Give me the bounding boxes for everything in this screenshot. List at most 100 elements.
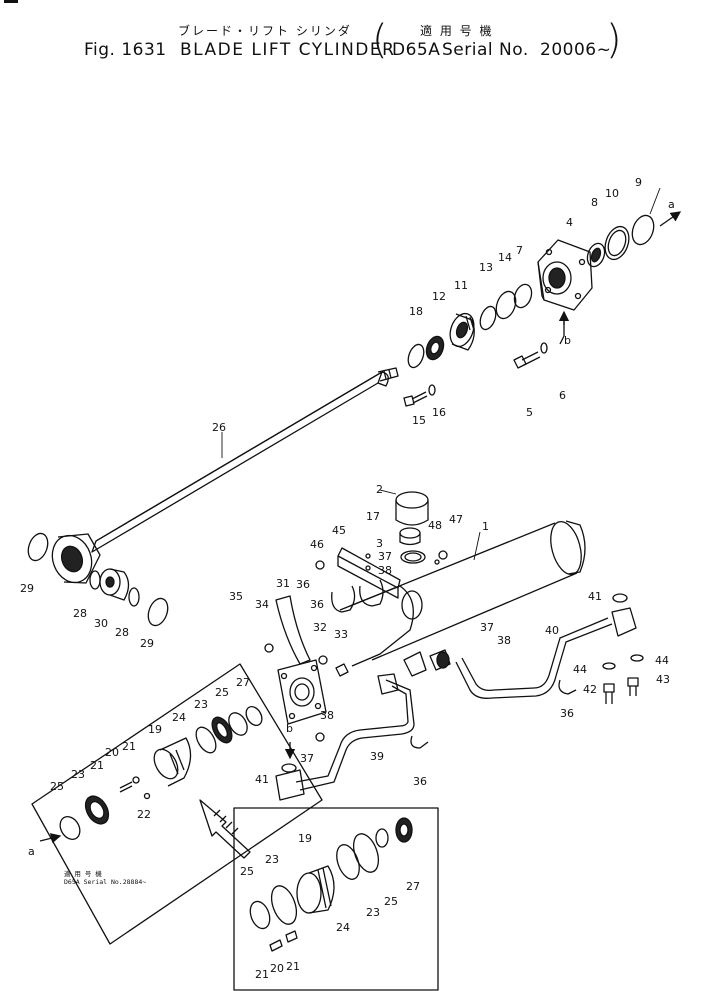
part-number: 37 [300,752,314,765]
mounting-flange [275,595,327,725]
part-number: 26 [212,421,226,434]
nut [438,550,448,560]
part-number: 25 [240,865,254,878]
part-number: 21 [122,740,136,753]
cushion-bushing [399,527,421,546]
part-number: 40 [545,624,559,637]
washer [602,662,616,670]
part-number: 25 [215,686,229,699]
part-number: 6 [559,389,566,402]
part-number: 23 [194,698,208,711]
inset-applicability-note: 適 用 号 機 D65A Serial No.28884~ [64,870,146,886]
hydraulic-pipe [455,607,637,699]
part-number: 15 [412,414,426,427]
part-number: 12 [432,290,446,303]
part-number: 48 [428,519,442,532]
part-number: 31 [276,577,290,590]
part-number: 9 [635,176,642,189]
part-number: 23 [71,768,85,781]
part-number: 37 [480,621,494,634]
reference-marker: b [564,334,571,347]
dust-seal [586,242,606,268]
part-number: 21 [286,960,300,973]
reference-marker: b [286,722,293,735]
u-bolt [558,679,577,695]
corner-mark [4,0,18,3]
part-number: 11 [454,279,468,292]
washer [428,384,436,396]
part-number: 44 [573,663,587,676]
part-number: 20 [105,746,119,759]
washer [365,565,371,571]
part-number: 19 [148,723,162,736]
nut [318,655,328,665]
part-number: 37 [378,550,392,563]
snap-ring [147,597,169,627]
wiper-ring [407,343,425,369]
serial-label: Serial No. [442,40,529,60]
nut [315,732,325,742]
gland [449,312,475,351]
bolt [403,391,428,407]
u-bolt [410,735,429,749]
open-paren: ( [372,17,388,63]
inset-pointer-arrow [199,799,251,859]
inset-note-text: D65A Serial No.28884~ [64,878,147,886]
model-name: D65A [392,40,441,60]
part-number: 41 [255,773,269,786]
washer [434,559,440,565]
snap-ring [27,532,49,562]
part-number: 7 [516,244,523,257]
part-number: 47 [449,513,463,526]
inset-panel-lower [233,807,439,991]
part-number: 36 [296,578,310,591]
washer [365,553,371,559]
bolt [627,677,639,696]
inset-note-jp: 適 用 号 機 [64,870,102,878]
retainer-ring [604,225,630,261]
o-ring [479,305,497,331]
nut [264,643,274,653]
part-number: 20 [270,962,284,975]
part-number: 28 [73,607,87,620]
part-number: 25 [384,895,398,908]
reference-marker: a [28,845,35,858]
part-number: 42 [583,683,597,696]
part-number: 4 [566,216,573,229]
part-number: 14 [498,251,512,264]
cushion-cap [395,491,429,526]
piston-assembly [59,706,263,840]
part-number: 17 [366,510,380,523]
piston-assembly-variant [249,817,413,952]
part-number: 28 [115,626,129,639]
part-number: 34 [255,598,269,611]
part-number: 23 [265,853,279,866]
part-number: 36 [413,775,427,788]
cylinder-tube [339,520,586,677]
part-number: 38 [320,709,334,722]
tube-bracket [331,547,401,613]
part-number: 3 [376,537,383,550]
part-number: 29 [20,582,34,595]
backup-ring [495,290,517,320]
part-number: 43 [656,673,670,686]
serial-range: 20006~ [540,40,612,60]
part-number: 16 [432,406,446,419]
japanese-title: ブレード・リフト シリンダ [178,24,352,38]
snap-ring [631,214,655,246]
part-number: 19 [298,832,312,845]
part-number: 46 [310,538,324,551]
bushing [99,568,130,601]
bolt [513,351,541,369]
part-number: 33 [334,628,348,641]
part-number: 24 [336,921,350,934]
part-number: 44 [655,654,669,667]
part-number: 24 [172,711,186,724]
part-number: 35 [229,590,243,603]
reference-marker: a [668,198,675,211]
part-number: 22 [137,808,151,821]
figure-title: BLADE LIFT CYLINDER [180,40,396,60]
washer [630,654,644,662]
bolt [335,663,349,677]
